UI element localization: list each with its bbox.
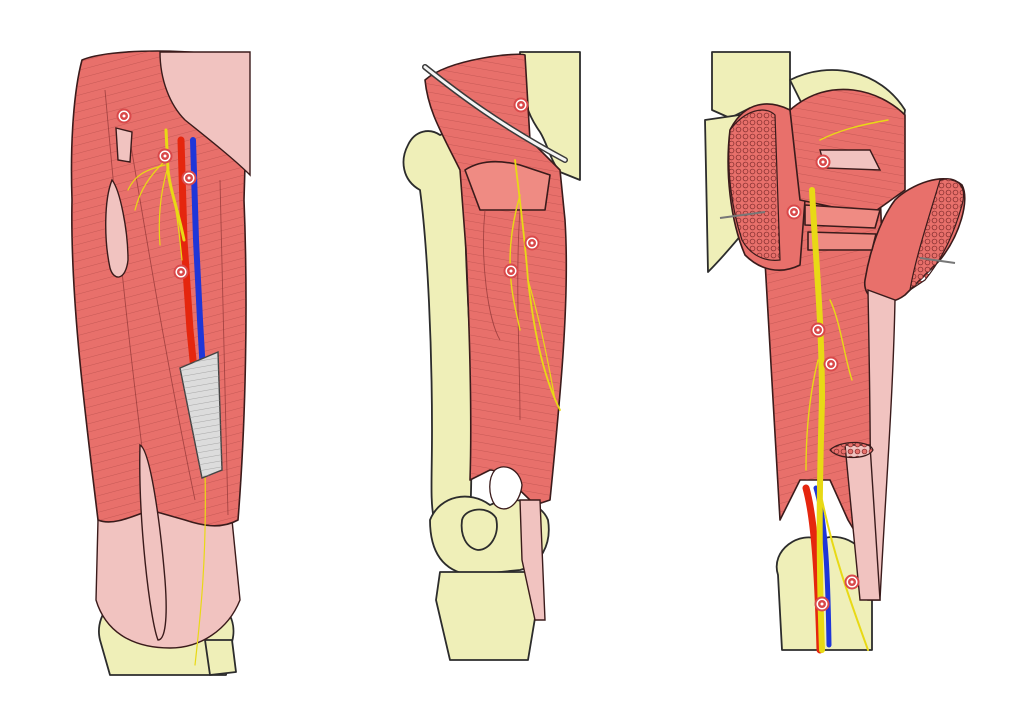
upper-tendon-island: [105, 178, 129, 278]
cut-muscle-stump: [115, 127, 133, 163]
anterior-thigh-panel: [70, 50, 251, 676]
target-marker-icon[interactable]: [786, 204, 802, 220]
obturator-nerve: [509, 159, 561, 411]
gluteus-maximus-cut-edge: [728, 109, 781, 261]
inguinal-region: [159, 51, 251, 177]
target-marker-icon[interactable]: [844, 574, 860, 590]
femoral-nerve: [127, 128, 206, 666]
biceps-femoris-cut: [829, 441, 874, 459]
target-marker-icon[interactable]: [524, 235, 540, 251]
piriformis: [804, 204, 881, 229]
gracilis-tendon: [519, 499, 546, 621]
adductor-fibers: [425, 54, 567, 506]
medial-thigh-panel: [402, 51, 581, 661]
target-marker-icon[interactable]: [513, 97, 529, 113]
quadriceps-tendon: [95, 508, 241, 649]
target-marker-icon[interactable]: [815, 154, 831, 170]
obturator-membrane: [464, 160, 551, 211]
target-marker-icon[interactable]: [503, 263, 519, 279]
target-marker-icon[interactable]: [173, 264, 189, 280]
medial-tibia: [435, 571, 539, 661]
femoral-vein: [190, 137, 207, 393]
lower-tendon-strip: [139, 443, 167, 641]
target-marker-icon[interactable]: [810, 322, 826, 338]
patella: [460, 508, 498, 551]
target-marker-icon[interactable]: [823, 356, 839, 372]
adductor-hiatus: [489, 466, 523, 510]
sciatic-nerve: [805, 119, 889, 653]
target-marker-icon[interactable]: [814, 596, 830, 612]
obturator-internus: [807, 231, 877, 251]
gluteus-reflected-cut: [909, 178, 964, 292]
target-marker-icon[interactable]: [181, 170, 197, 186]
target-marker-icon[interactable]: [116, 108, 132, 124]
target-marker-icon[interactable]: [157, 148, 173, 164]
posterior-thigh-panel: [704, 51, 966, 654]
